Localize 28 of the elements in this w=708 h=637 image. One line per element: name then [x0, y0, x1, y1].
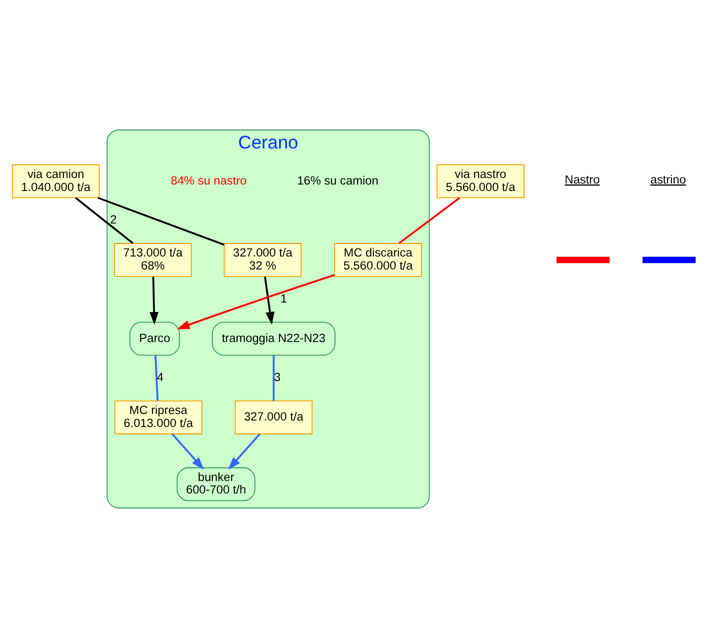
- arrow: [150, 276, 159, 324]
- legend-label: astrino: [650, 172, 686, 186]
- node-box: bunker 600-700 t/h: [176, 466, 256, 501]
- connector: [98, 196, 224, 246]
- label: 84% su nastro: [170, 172, 247, 187]
- connector: [272, 355, 275, 400]
- node-box: via camion 1.040.000 t/a: [12, 164, 100, 198]
- edge-label: 4: [156, 370, 164, 384]
- node-box: Parco: [130, 321, 180, 356]
- connector: [398, 196, 460, 244]
- arrow: [172, 432, 204, 470]
- label: 16% su camion: [297, 172, 378, 187]
- node-box: 327.000 t/a 32 %: [224, 242, 302, 276]
- edge-label: 1: [280, 290, 288, 305]
- legend-label: Nastro: [564, 172, 600, 186]
- connector: [154, 354, 159, 400]
- node-box: MC discarica 5.560.000 t/a: [334, 242, 422, 276]
- arrow: [228, 432, 260, 470]
- edge-label: 2: [110, 212, 117, 226]
- node-box: MC ripresa 6.013.000 t/a: [114, 400, 202, 434]
- arrow: [264, 276, 274, 324]
- node-box: via nastro 5.560.000 t/a: [436, 164, 524, 198]
- node-box: tramoggia N22-N23: [212, 321, 336, 356]
- edge-label: 3: [274, 370, 281, 384]
- arrow: [176, 274, 335, 329]
- connector: [75, 196, 134, 244]
- node-box: 713.000 t/a 68%: [114, 242, 192, 276]
- node-box: 327.000 t/a: [234, 400, 313, 434]
